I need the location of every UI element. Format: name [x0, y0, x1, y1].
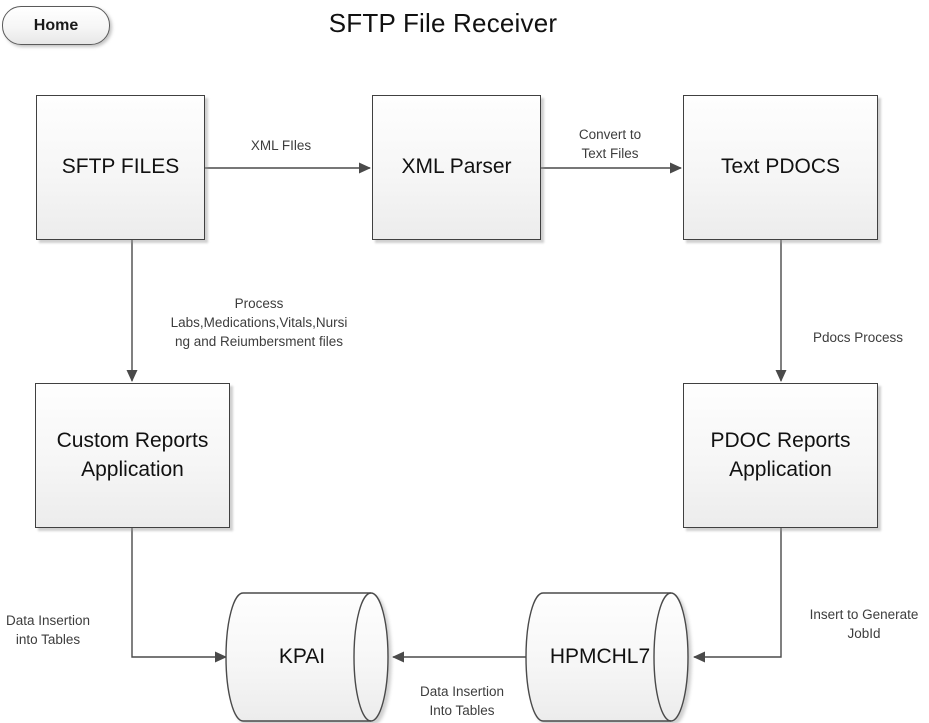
- page-title: SFTP File Receiver: [328, 8, 558, 38]
- arrow-customreports-to-kpai: [131, 528, 227, 663]
- node-kpai: KPAI: [224, 593, 380, 721]
- node-hpmchl7: HPMCHL7: [524, 593, 676, 721]
- node-custom-reports-application: Custom Reports Application: [35, 383, 230, 528]
- home-button-label: Home: [33, 16, 79, 34]
- node-text-pdocs-label: Text PDOCS: [720, 155, 841, 179]
- edge-label-data-insertion-into-tables-left: Data Insertion into Tables: [5, 613, 91, 647]
- node-sftp-files: SFTP FILES: [36, 95, 205, 240]
- node-hpmchl7-label: HPMCHL7: [549, 645, 651, 668]
- hpmchl7-cylinder-shape: [525, 592, 689, 722]
- node-sftp-files-label: SFTP FILES: [61, 155, 180, 179]
- node-text-pdocs: Text PDOCS: [683, 95, 878, 240]
- node-pdoc-reports-application-label: PDOC Reports Application: [710, 429, 851, 481]
- home-button[interactable]: Home: [2, 6, 110, 45]
- edge-label-process-files: Process Labs,Medications,Vitals,Nursi ng…: [170, 296, 348, 349]
- kpai-cylinder-shape: [225, 592, 389, 722]
- edge-label-convert-to-text-files: Convert to Text Files: [578, 127, 642, 161]
- node-pdoc-reports-application: PDOC Reports Application: [683, 383, 878, 528]
- edge-label-pdocs-process: Pdocs Process: [812, 330, 904, 345]
- node-xml-parser-label: XML Parser: [401, 155, 512, 179]
- node-custom-reports-application-label: Custom Reports Application: [56, 429, 209, 481]
- edge-label-xml-files: XML FIles: [250, 138, 312, 153]
- node-kpai-label: KPAI: [278, 645, 326, 668]
- edge-label-data-insertion-into-tables-bottom: Data Insertion Into Tables: [419, 684, 505, 718]
- edge-label-insert-to-generate-jobid: Insert to Generate JobId: [809, 607, 919, 641]
- arrow-pdocreports-to-hpmchl7: [693, 528, 782, 663]
- node-xml-parser: XML Parser: [372, 95, 541, 240]
